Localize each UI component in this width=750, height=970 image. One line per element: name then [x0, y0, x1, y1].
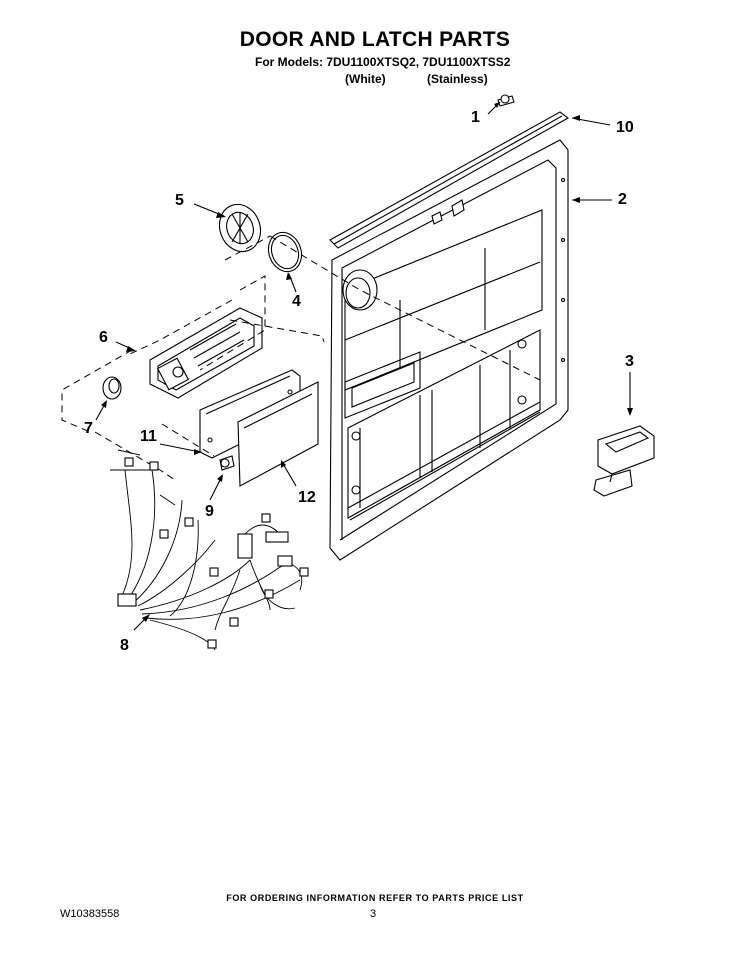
- vent-gasket-ring: [267, 231, 303, 273]
- callout-6: 6: [99, 329, 108, 346]
- variant-white-label: (White): [345, 72, 386, 86]
- callout-9: 9: [205, 503, 214, 520]
- ordering-note: FOR ORDERING INFORMATION REFER TO PARTS …: [226, 893, 524, 903]
- screw-part: [497, 94, 515, 107]
- wiring-harness: [110, 449, 309, 651]
- control-board: [237, 381, 319, 487]
- callout-12: 12: [298, 489, 316, 506]
- door-switch: [593, 425, 655, 497]
- callout-8: 8: [120, 637, 129, 654]
- callout-1: 1: [471, 109, 480, 126]
- callout-5: 5: [175, 192, 184, 209]
- assembly-guide-lines: [61, 235, 541, 481]
- callout-10: 10: [616, 119, 634, 136]
- models-line: For Models: 7DU1100XTSQ2, 7DU1100XTSS2: [255, 55, 511, 69]
- leader-lines: [95, 101, 633, 631]
- page-title: DOOR AND LATCH PARTS: [239, 28, 511, 51]
- top-vent-strip: [329, 111, 570, 249]
- vent-assembly: [218, 203, 262, 253]
- latch-button: [102, 376, 122, 400]
- inner-door-panel: [329, 139, 569, 561]
- callout-11: 11: [140, 428, 157, 445]
- latch-assembly: [149, 307, 263, 399]
- callout-7: 7: [84, 420, 93, 437]
- board-screw: [219, 455, 235, 471]
- callout-2: 2: [618, 191, 627, 208]
- page-number: 3: [370, 908, 377, 920]
- callout-3: 3: [625, 353, 634, 370]
- document-number: W10383558: [60, 908, 120, 920]
- variant-stainless-label: (Stainless): [427, 72, 488, 86]
- callout-4: 4: [292, 293, 301, 310]
